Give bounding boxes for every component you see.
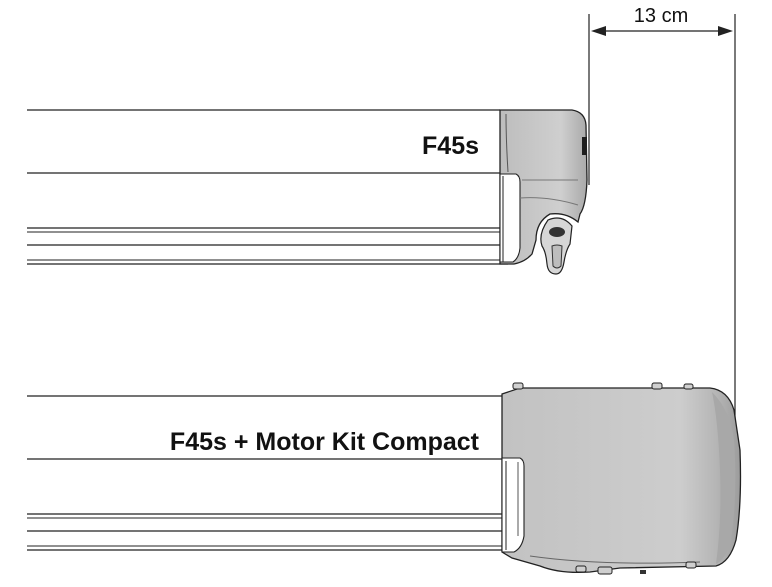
motor-housing: [501, 382, 742, 575]
crank-eye: [540, 217, 573, 275]
arrowhead-left: [591, 26, 606, 36]
awning-f45s: F45s: [27, 109, 588, 275]
awning-profile: [27, 395, 512, 551]
dimension-label: 13 cm: [634, 5, 688, 27]
dimension-indicator: 13 cm: [588, 5, 736, 440]
awning-label: F45s: [422, 132, 479, 160]
end-cap: [499, 109, 588, 275]
awning-profile: [27, 109, 508, 265]
arrowhead-right: [718, 26, 733, 36]
awning-f45s-motor-kit-compact: F45s + Motor Kit Compact: [27, 382, 742, 575]
awning-label: F45s + Motor Kit Compact: [170, 428, 480, 456]
